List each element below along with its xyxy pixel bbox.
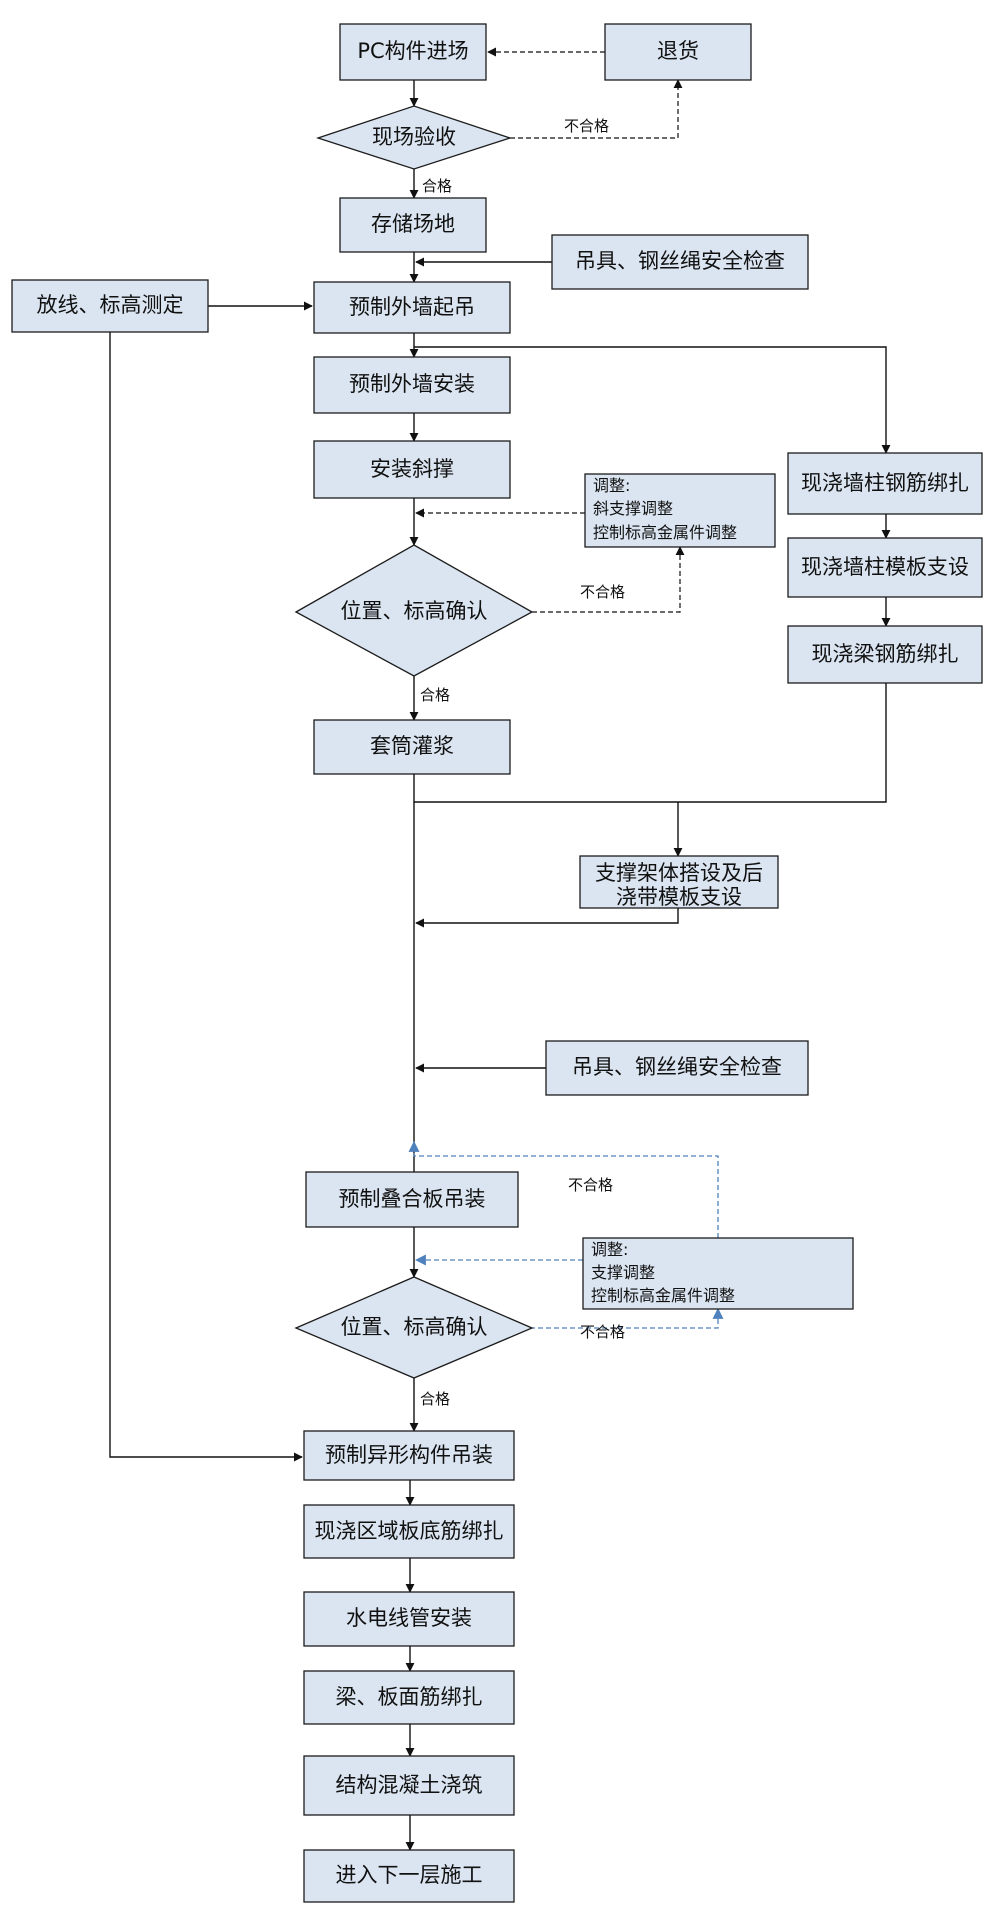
node-layout-survey: 放线、标高测定 (11, 279, 209, 333)
node-brace-install: 安装斜撑 (313, 440, 511, 499)
node-beam-slab-rebar: 梁、板面筋绑扎 (303, 1670, 515, 1725)
svg-text:预制外墙起吊: 预制外墙起吊 (349, 295, 475, 319)
svg-text:调整:: 调整: (591, 1240, 628, 1259)
svg-text:控制标高金属件调整: 控制标高金属件调整 (591, 1286, 735, 1305)
node-adjust-1: 调整: 斜支撑调整 控制标高金属件调整 (584, 473, 776, 548)
svg-text:预制外墙安装: 预制外墙安装 (349, 372, 475, 396)
svg-text:现浇梁钢筋绑扎: 现浇梁钢筋绑扎 (812, 642, 959, 666)
svg-text:进入下一层施工: 进入下一层施工 (336, 1863, 483, 1887)
svg-text:位置、标高确认: 位置、标高确认 (341, 599, 488, 623)
svg-text:现浇区域板底筋绑扎: 现浇区域板底筋绑扎 (315, 1519, 504, 1543)
svg-text:水电线管安装: 水电线管安装 (346, 1606, 472, 1630)
node-wall-install: 预制外墙安装 (313, 356, 511, 414)
svg-text:预制异形构件吊装: 预制异形构件吊装 (325, 1443, 493, 1467)
svg-text:结构混凝土浇筑: 结构混凝土浇筑 (336, 1773, 483, 1797)
svg-text:支撑架体搭设及后: 支撑架体搭设及后 (595, 861, 763, 885)
node-cast-beam-rebar: 现浇梁钢筋绑扎 (787, 625, 983, 684)
node-return-goods: 退货 (604, 23, 752, 81)
edge-support-frame-to-trunk (415, 908, 679, 928)
edge-merge-line (413, 683, 887, 803)
node-special-hoist: 预制异形构件吊装 (303, 1430, 515, 1481)
label-fail-check1: 不合格 (580, 583, 625, 601)
edge-lift-to-cast-wall-rebar (414, 346, 891, 454)
svg-text:吊具、钢丝绳安全检查: 吊具、钢丝绳安全检查 (575, 249, 785, 273)
node-wall-lift: 预制外墙起吊 (313, 281, 511, 334)
svg-text:吊具、钢丝绳安全检查: 吊具、钢丝绳安全检查 (572, 1055, 782, 1079)
edge-acceptance-fail (510, 79, 683, 139)
edge-check1-fail (532, 546, 685, 613)
node-position-check-2: 位置、标高确认 (294, 1276, 534, 1379)
node-support-frame: 支撑架体搭设及后 浇带模板支设 (579, 855, 779, 909)
label-pass-acceptance: 合格 (422, 177, 452, 195)
node-hoist-check-1: 吊具、钢丝绳安全检查 (551, 234, 809, 290)
edge-check2-fail (498, 1307, 724, 1329)
label-fail-acceptance: 不合格 (564, 117, 609, 135)
svg-text:套筒灌浆: 套筒灌浆 (370, 734, 454, 758)
node-storage-yard: 存储场地 (339, 197, 487, 253)
node-mep-conduit: 水电线管安装 (303, 1591, 515, 1647)
svg-text:现场验收: 现场验收 (372, 125, 456, 149)
node-cast-wall-formwork: 现浇墙柱模板支设 (787, 537, 983, 598)
svg-text:放线、标高测定: 放线、标高测定 (37, 293, 184, 317)
node-adjust-2: 调整: 支撑调整 控制标高金属件调整 (582, 1237, 854, 1310)
label-fail-slab: 不合格 (568, 1176, 613, 1194)
svg-text:调整:: 调整: (593, 476, 630, 495)
svg-text:存储场地: 存储场地 (371, 212, 455, 236)
svg-text:PC构件进场: PC构件进场 (357, 39, 468, 63)
svg-text:预制叠合板吊装: 预制叠合板吊装 (339, 1187, 486, 1211)
svg-text:现浇墙柱钢筋绑扎: 现浇墙柱钢筋绑扎 (801, 471, 969, 495)
node-slab-bottom-rebar: 现浇区域板底筋绑扎 (303, 1504, 515, 1559)
svg-text:梁、板面筋绑扎: 梁、板面筋绑扎 (336, 1685, 483, 1709)
node-site-acceptance: 现场验收 (315, 105, 513, 170)
label-fail-check2: 不合格 (580, 1323, 625, 1341)
svg-text:支撑调整: 支撑调整 (591, 1263, 655, 1282)
svg-text:斜支撑调整: 斜支撑调整 (593, 499, 673, 518)
node-concrete-pour: 结构混凝土浇筑 (303, 1755, 515, 1816)
node-cast-wall-rebar: 现浇墙柱钢筋绑扎 (787, 452, 983, 515)
node-pc-arrival: PC构件进场 (339, 23, 487, 81)
svg-text:退货: 退货 (657, 39, 699, 63)
svg-text:控制标高金属件调整: 控制标高金属件调整 (593, 523, 737, 542)
svg-text:位置、标高确认: 位置、标高确认 (341, 1315, 488, 1339)
svg-text:安装斜撑: 安装斜撑 (370, 457, 454, 481)
edge-adjust2-feedback (408, 1140, 719, 1238)
edge-survey-to-special-hoist (109, 332, 303, 1462)
node-position-check-1: 位置、标高确认 (294, 544, 534, 677)
node-slab-hoist: 预制叠合板吊装 (305, 1171, 519, 1228)
node-next-floor: 进入下一层施工 (303, 1849, 515, 1903)
node-hoist-check-2: 吊具、钢丝绳安全检查 (545, 1040, 809, 1096)
node-sleeve-grout: 套筒灌浆 (313, 719, 511, 775)
svg-text:现浇墙柱模板支设: 现浇墙柱模板支设 (801, 555, 969, 579)
svg-text:浇带模板支设: 浇带模板支设 (616, 885, 742, 909)
label-pass-check1: 合格 (420, 686, 450, 704)
label-pass-check2: 合格 (420, 1390, 450, 1408)
